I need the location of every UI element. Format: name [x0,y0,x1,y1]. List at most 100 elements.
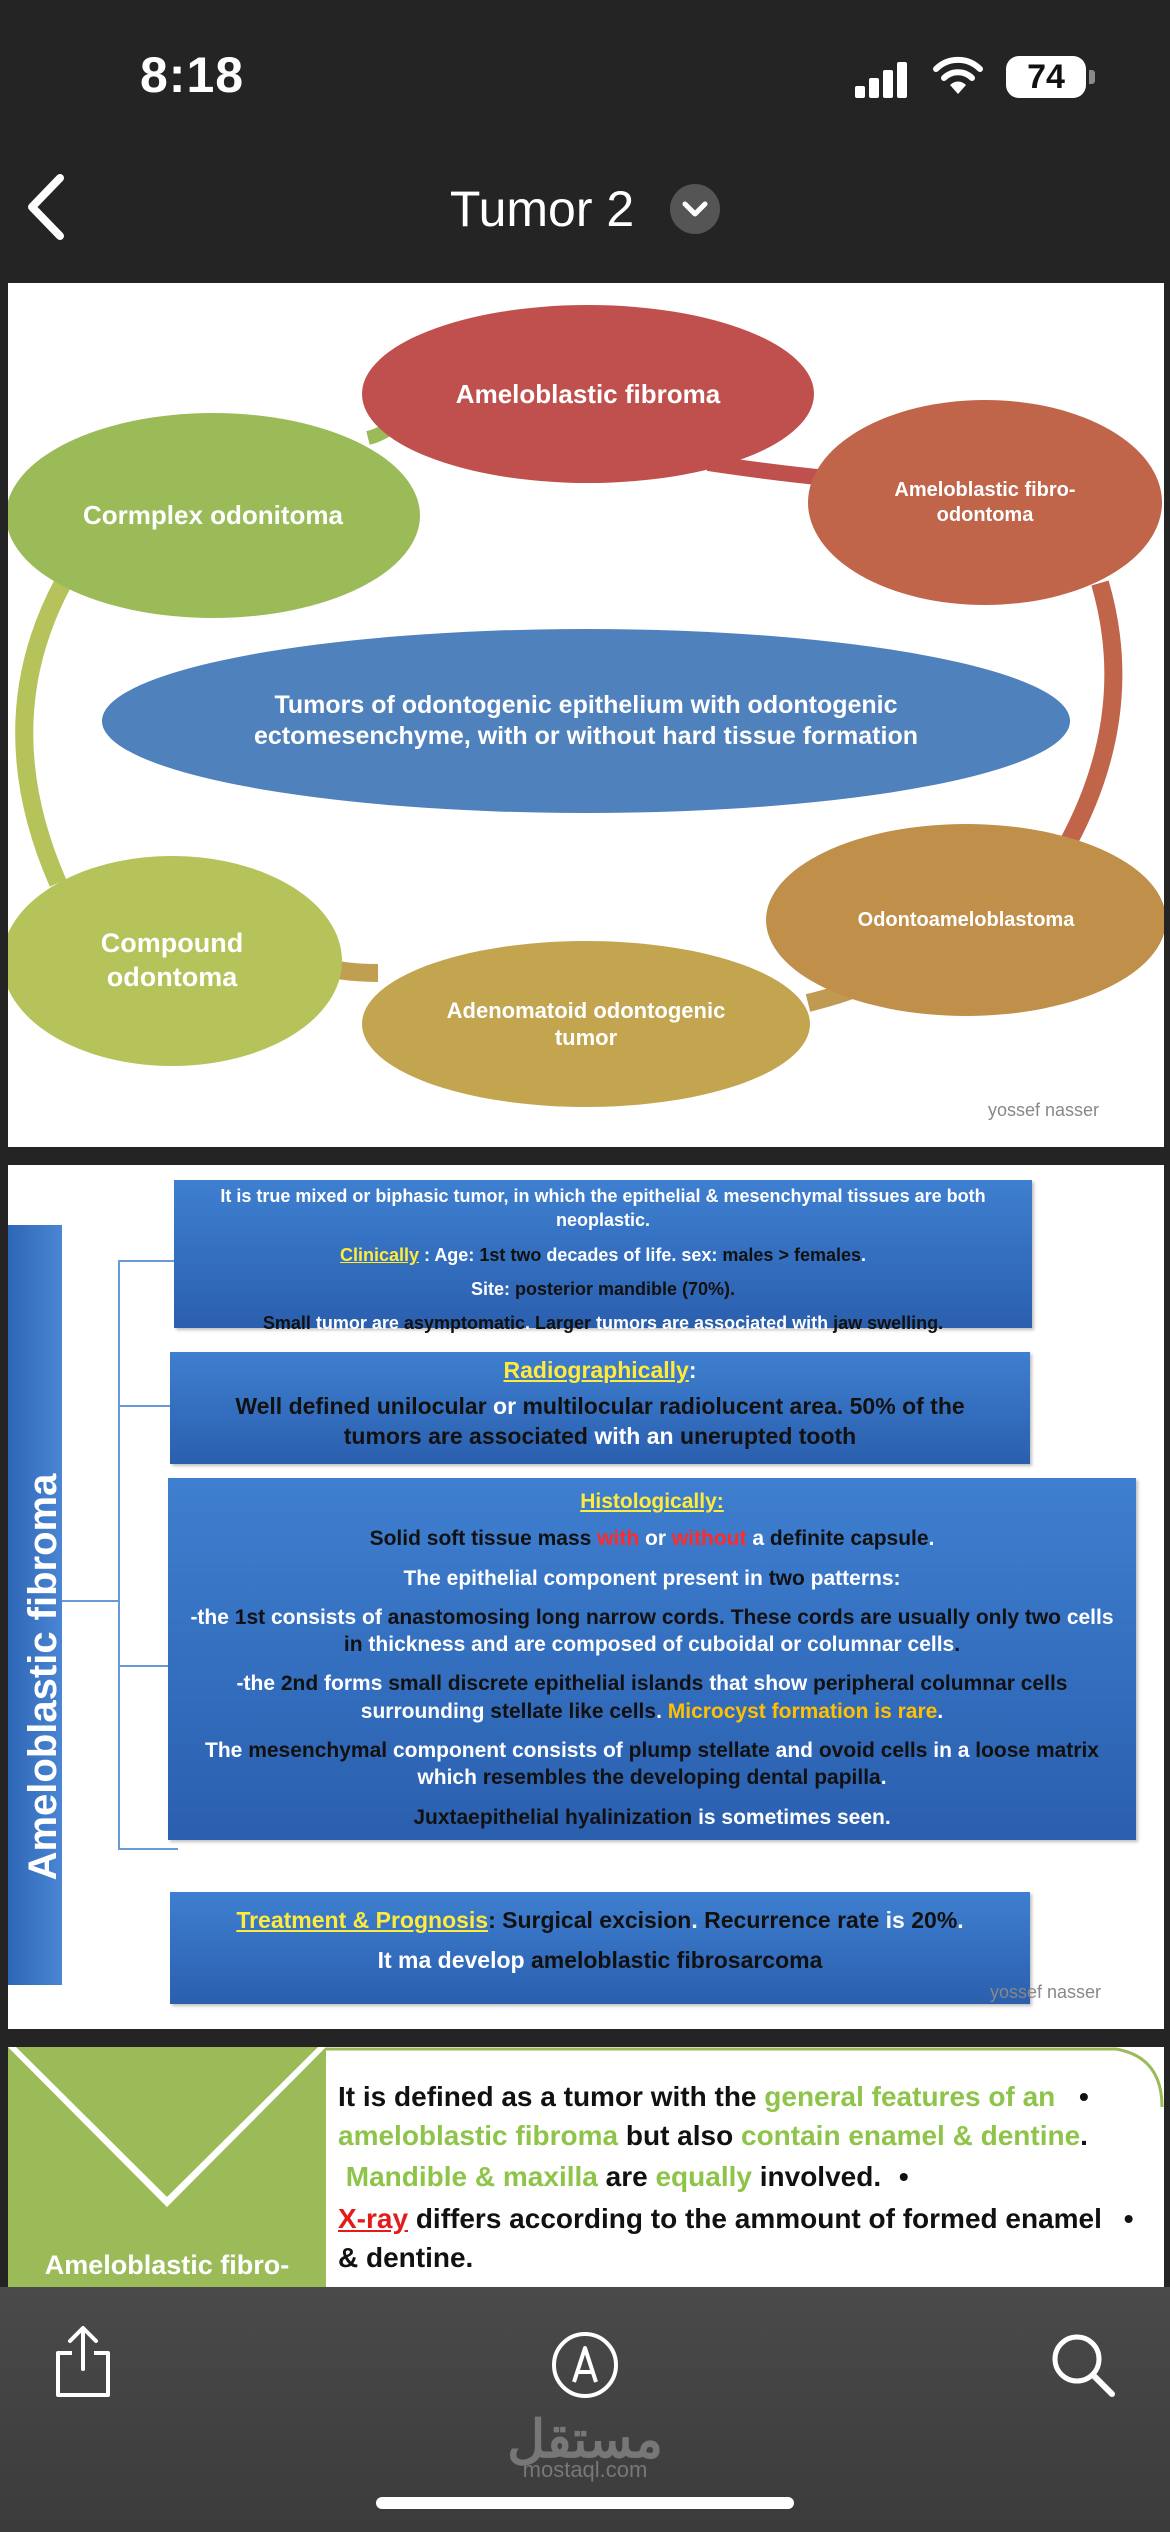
text-span: Larger [534,1313,592,1334]
text-span: posterior mandible (70%). [514,1278,736,1299]
node-adenomatoid-odontogenic-tumor: Adenomatoid odontogenic tumor [362,941,810,1107]
histologically-heading: Histologically: [168,1488,1136,1515]
connector-trunk [118,1260,120,1850]
text-span: forms [318,1672,389,1696]
bullet-item-2: Mandible & maxilla are equally involved.… [338,2157,1138,2196]
text-span: 1st two [479,1244,542,1265]
vertical-title: Ameloblastic fibroma [21,1473,65,1881]
text-span: resembles the developing dental papilla [482,1766,881,1790]
text-span: equally [655,2161,752,2193]
text-span: general features of an [764,2081,1056,2112]
node-ameloblastic-fibroma: Ameloblastic fibroma [362,305,814,483]
histo-line-3: -the 1st consists of anastomosing long n… [168,1604,1136,1659]
slide-watermark: yossef nasser [990,1982,1102,2002]
connector-branch [118,1260,178,1262]
radiographic-line-2: tumors are associated with an unerupted … [170,1422,1030,1452]
text-span: is sometimes seen. [692,1805,891,1829]
text-span: . [954,1633,961,1657]
green-chevron-icon [8,2047,326,2287]
battery-indicator: 74 [1006,56,1086,98]
clinical-features-box: It is true mixed or biphasic tumor, in w… [174,1180,1032,1333]
slide-1[interactable]: Ameloblastic fibroma Ameloblastic fibro-… [8,283,1164,1147]
histo-line-1: Solid soft tissue mass with or without a… [168,1525,1136,1552]
text-span: mesenchymal [248,1739,388,1763]
treatment-line-1: Treatment & Prognosis: Surgical excision… [170,1906,1030,1936]
text-span: The [205,1739,249,1763]
text-span: : Age: [418,1244,480,1265]
treatment-prognosis-label: Treatment & Prognosis [236,1907,489,1933]
brand-watermark-arabic: مستقل [507,2411,663,2469]
text-span: two [768,1566,805,1590]
text-span: decades of life. sex: [541,1244,723,1265]
histologically-label: Histologically: [580,1490,724,1513]
share-icon[interactable] [52,2323,114,2399]
text-span: anastomosing long narrow cords [387,1605,720,1629]
text-span: It is defined as a tumor with the [338,2081,765,2112]
status-time: 8:18 [140,47,245,103]
text-span: Small [262,1313,311,1334]
text-span: cells [1066,1605,1114,1629]
text-span: is [879,1907,912,1933]
text-span: unerupted tooth [679,1422,857,1449]
text-span: . [1080,2120,1088,2152]
text-span: & dentine. [338,2241,474,2273]
text-span: patterns: [804,1566,901,1590]
bottom-toolbar [0,2287,1170,2532]
text-span: males > females [722,1244,862,1265]
text-span: . [928,1527,935,1551]
text-span: ameloblastic fibrosarcoma [530,1946,823,1973]
histo-line-5: The mesenchymal component consists of pl… [168,1737,1136,1792]
text-span: but also [618,2120,741,2152]
wifi-icon [933,56,983,94]
text-span: tumors are associated with [591,1313,834,1334]
text-span: X-ray [338,2202,409,2234]
text-span: in [343,1633,363,1657]
text-span: component consists of [387,1739,629,1763]
document-title[interactable]: Tumor 2 [0,176,1170,238]
node-center-category: Tumors of odontogenic epithelium with od… [102,629,1070,813]
bullet-icon: • [898,2161,909,2193]
side-title: Ameloblastic fibro- [44,2250,290,2280]
treatment-prognosis-box: Treatment & Prognosis: Surgical excision… [170,1892,1030,2004]
clinically-label: Clinically [339,1244,419,1265]
slide-watermark: yossef nasser [988,1100,1100,1120]
document-title-text: Tumor 2 [449,180,635,237]
text-span: Mandible & maxilla [345,2161,598,2193]
site-line: Site: posterior mandible (70%). [174,1277,1032,1301]
text-span: Well defined unilocular [235,1392,487,1419]
text-span: Recurrence rate [704,1907,880,1933]
text-span: asymptomatic [403,1313,525,1334]
histological-features-box: Histologically: Solid soft tissue mass w… [168,1478,1136,1840]
text-span: definite capsule [769,1527,929,1551]
text-span: jaw swelling. [833,1313,944,1334]
node-complex-odontoma: Cormplex odonitoma [8,413,420,618]
radiographically-heading: Radiographically: [170,1356,1030,1386]
home-indicator[interactable] [376,2497,794,2509]
text-span: or [486,1392,523,1419]
search-icon[interactable] [1048,2330,1118,2400]
text-span: 2nd [280,1672,319,1696]
markup-pen-icon[interactable] [550,2330,620,2400]
text-span: ameloblastic fibroma [338,2120,619,2152]
back-chevron-icon[interactable] [22,172,72,242]
text-span: surrounding [360,1699,491,1723]
slide-2[interactable]: Ameloblastic fibroma It is true mixed or… [8,1165,1164,2029]
text-span: Site: [470,1278,515,1299]
radiographic-line-1: Well defined unilocular or multilocular … [170,1392,1030,1422]
slide-3[interactable]: Ameloblastic fibro- It is defined as a t… [8,2047,1164,2287]
text-span: . [691,1907,705,1933]
text-span: -the [236,1672,281,1696]
frame-border [326,2047,1164,2108]
text-span: . [861,1244,867,1265]
text-span: in a [927,1739,976,1763]
text-span: radiolucent area. 50% of the [652,1392,965,1419]
connector-root [62,1600,120,1602]
text-span: : Surgical excision [488,1907,692,1933]
connector-branch [118,1848,178,1850]
text-span: plump stellate [628,1739,770,1763]
text-span: multilocular [522,1392,653,1419]
text-span: a [746,1527,770,1551]
title-menu-chevron-down-icon[interactable] [670,183,721,234]
text-span: . [880,1766,887,1790]
side-title-panel: Ameloblastic fibro- [8,2047,326,2287]
